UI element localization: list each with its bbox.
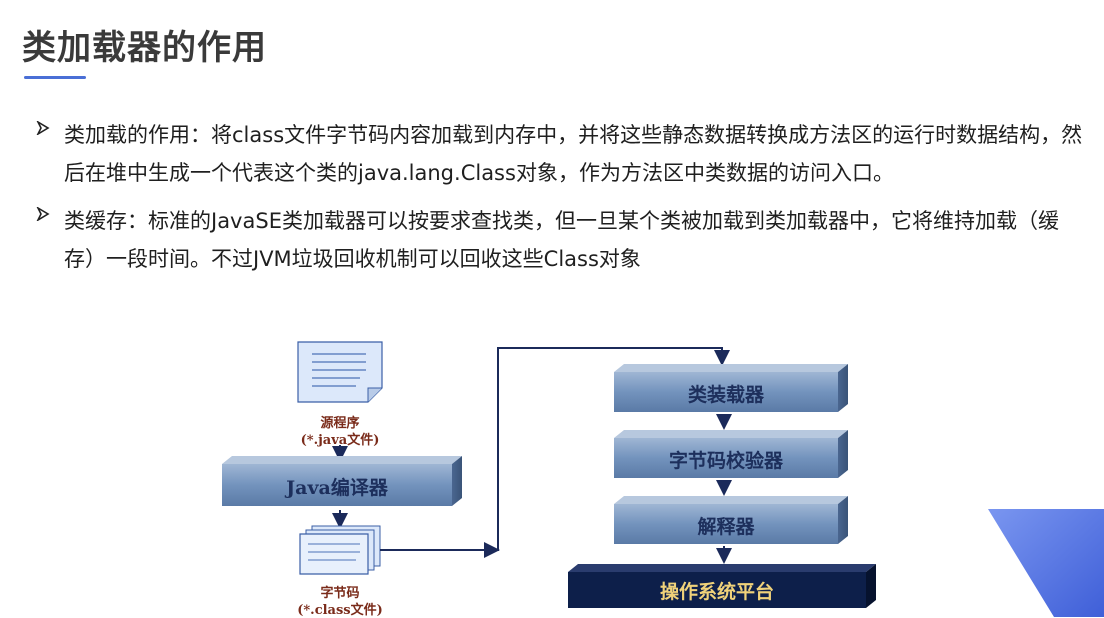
page-title: 类加载器的作用 bbox=[22, 28, 267, 68]
corner-decoration bbox=[988, 509, 1104, 617]
bullet-text: 类缓存：标准的JavaSE类加载器可以按要求查找类，但一旦某个类被加载到类加载器… bbox=[64, 209, 1059, 271]
diagram-graphics bbox=[222, 341, 876, 608]
os-platform-label: 操作系统平台 bbox=[659, 581, 774, 603]
bytecode-ext-label: (*.class文件) bbox=[297, 603, 383, 618]
source-program-label: 源程序 bbox=[320, 416, 360, 431]
source-program-ext-label: (*.java文件) bbox=[300, 433, 380, 448]
class-loader-bar bbox=[614, 364, 848, 412]
bytecode-verifier-label: 字节码校验器 bbox=[668, 450, 783, 472]
interpreter-bar bbox=[614, 496, 848, 544]
bullet-item-class-cache: 类缓存：标准的JavaSE类加载器可以按要求查找类，但一旦某个类被加载到类加载器… bbox=[36, 202, 1086, 278]
compiler-bar bbox=[222, 456, 462, 506]
class-loader-label: 类装载器 bbox=[687, 384, 764, 406]
title-underline bbox=[24, 76, 86, 79]
bytecode-documents-icon bbox=[299, 525, 381, 575]
source-document-icon bbox=[297, 341, 383, 403]
interpreter-label: 解释器 bbox=[697, 516, 755, 538]
class-loading-diagram: 源程序 (*.java文件) Java编译器 字节码 (*.class文件) 类… bbox=[0, 320, 1104, 618]
compiler-label: Java编译器 bbox=[286, 477, 388, 499]
bullet-item-class-loading: 类加载的作用：将class文件字节码内容加载到内存中，并将这些静态数据转换成方法… bbox=[36, 116, 1086, 192]
bytecode-label: 字节码 bbox=[320, 586, 360, 601]
arrow-bullet-icon bbox=[36, 121, 50, 135]
os-platform-bar bbox=[568, 564, 876, 608]
bullet-list: 类加载的作用：将class文件字节码内容加载到内存中，并将这些静态数据转换成方法… bbox=[36, 116, 1086, 288]
bullet-text: 类加载的作用：将class文件字节码内容加载到内存中，并将这些静态数据转换成方法… bbox=[64, 123, 1083, 185]
arrow-bullet-icon bbox=[36, 207, 50, 221]
bytecode-verifier-bar bbox=[614, 430, 848, 478]
